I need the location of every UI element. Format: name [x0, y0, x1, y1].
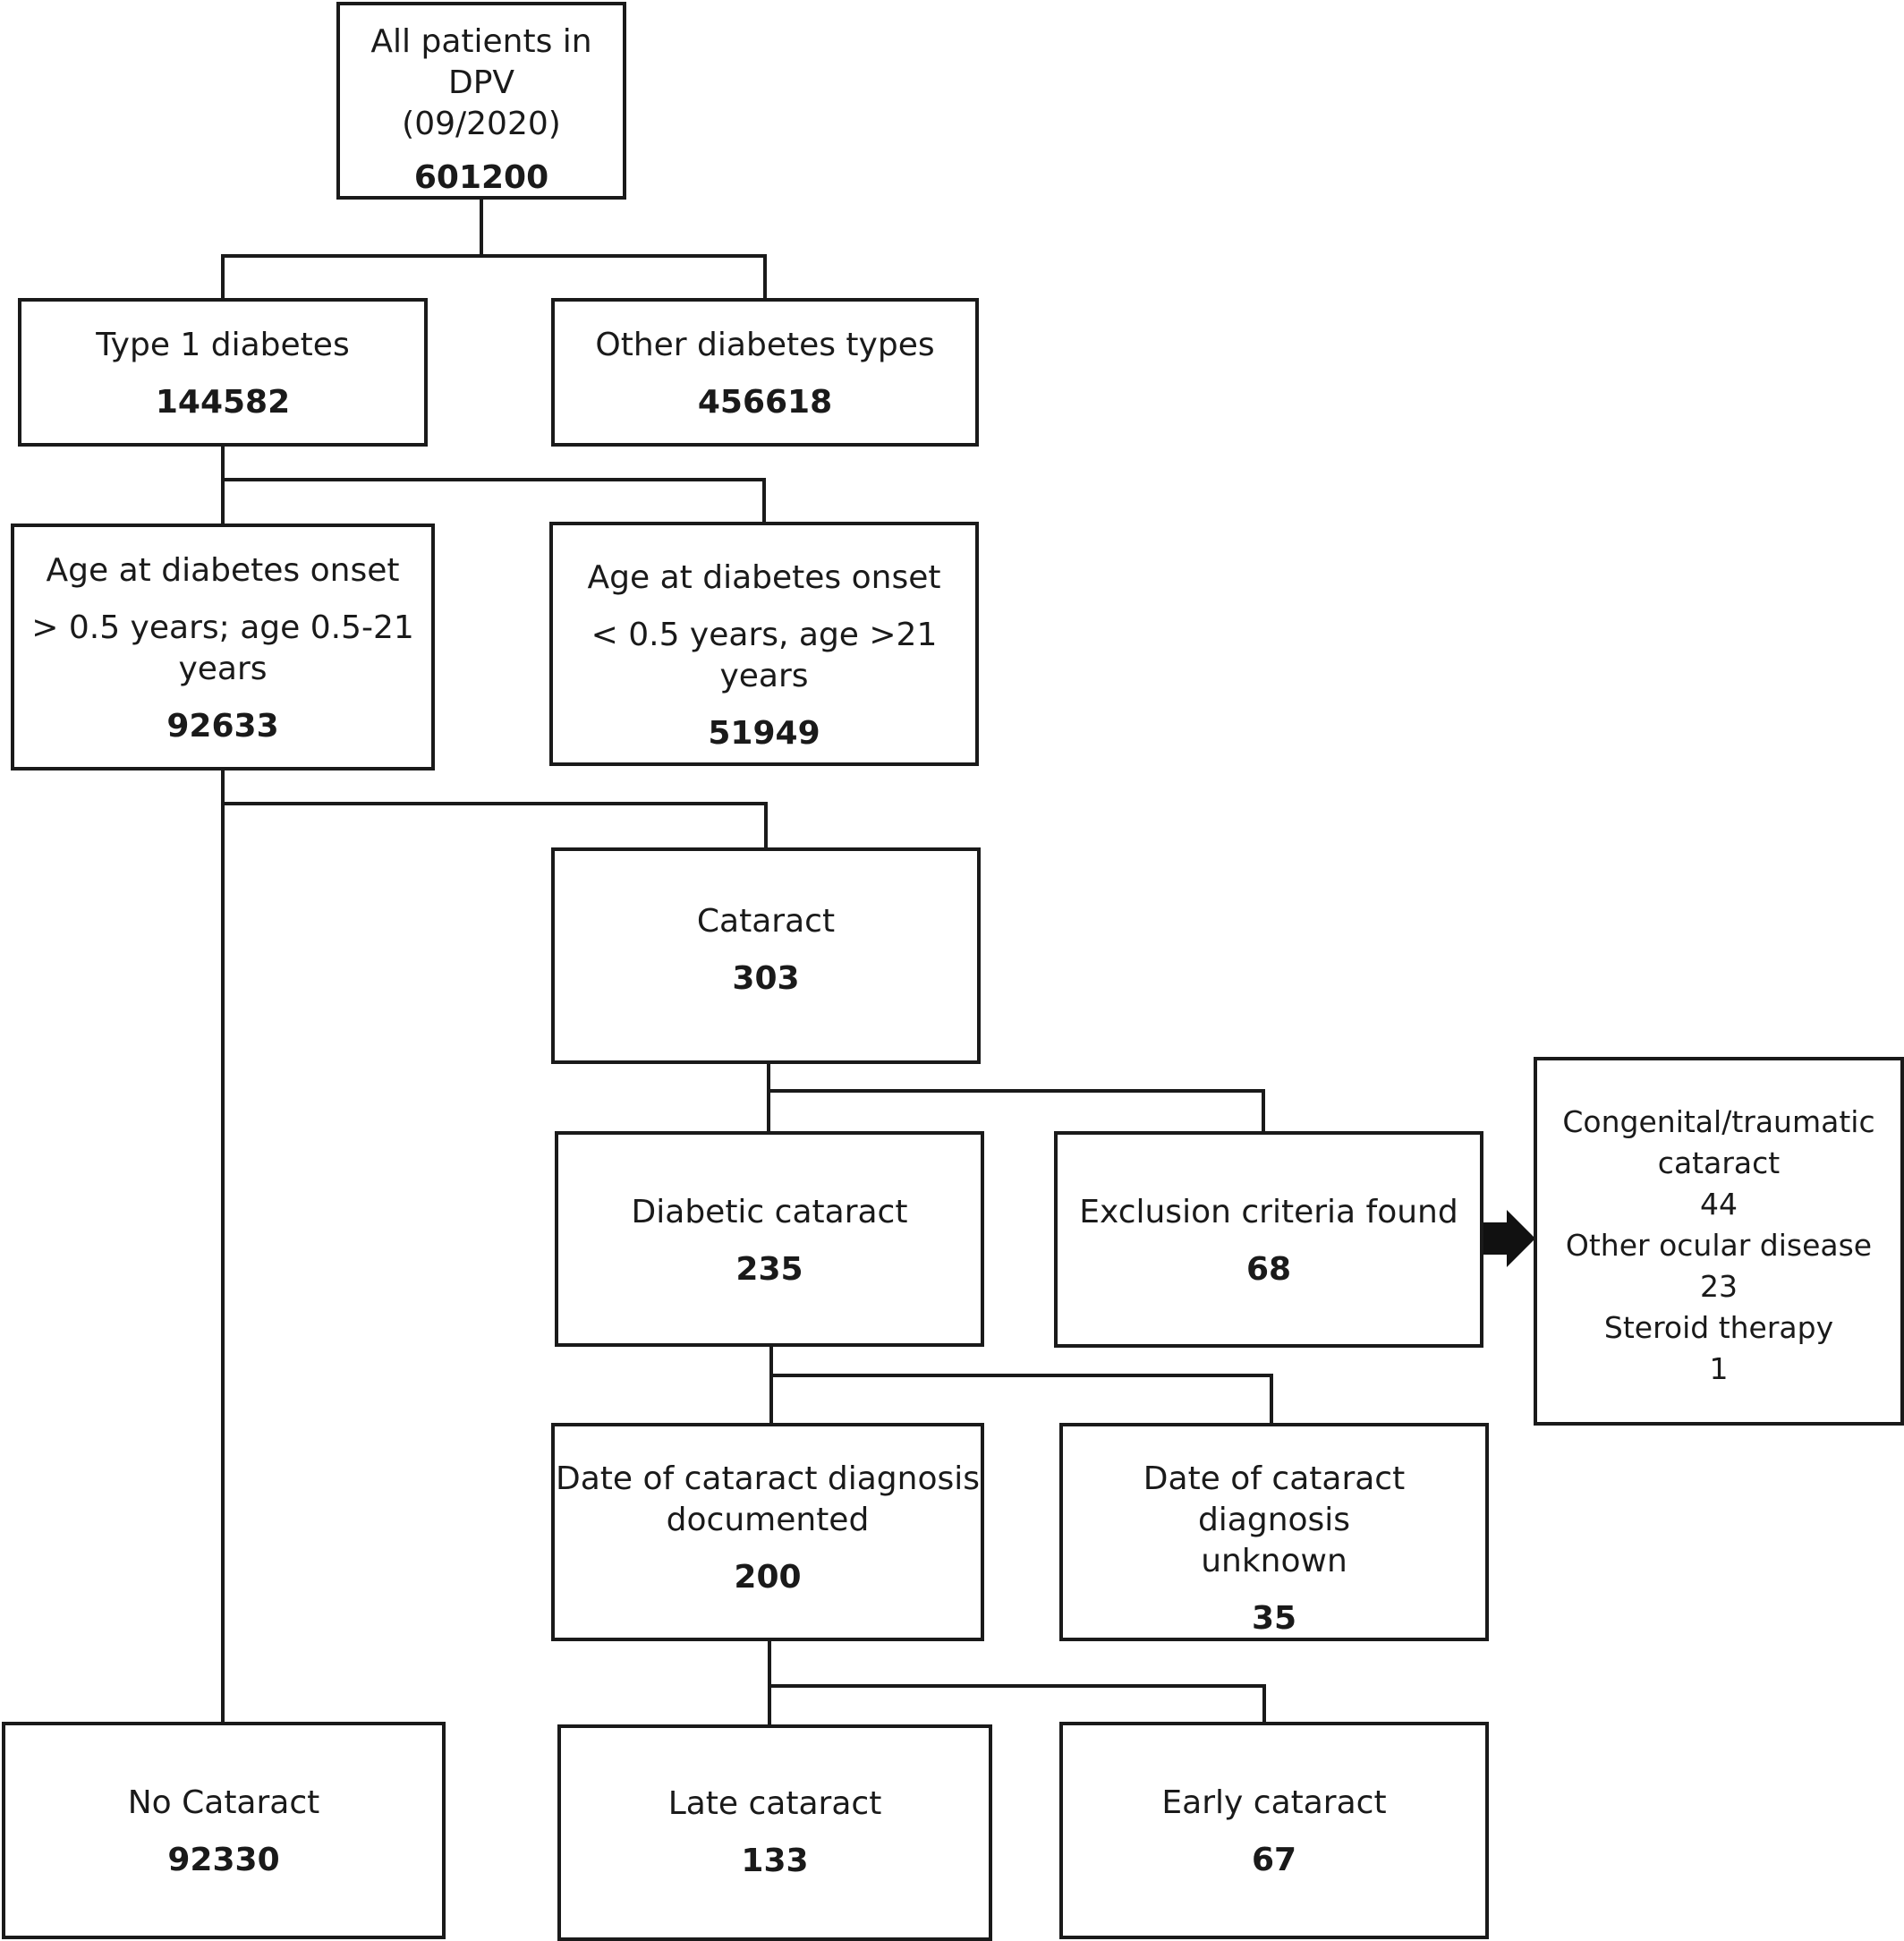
detail-label: Steroid therapy: [1603, 1310, 1834, 1345]
node-date-unknown: Date of cataract diagnosis unknown 35: [1059, 1423, 1489, 1641]
node-count: 92633: [166, 708, 279, 745]
node-date-documented: Date of cataract diagnosis documented 20…: [551, 1423, 984, 1641]
node-label: Exclusion criteria found: [1079, 1194, 1458, 1230]
node-label: years: [178, 651, 268, 687]
node-label: unknown: [1201, 1543, 1347, 1579]
detail-count: 1: [1709, 1351, 1729, 1386]
node-count: 601200: [413, 159, 549, 196]
node-count: 68: [1245, 1251, 1292, 1288]
node-early-cataract: Early cataract 67: [1059, 1722, 1489, 1939]
node-label: No Cataract: [127, 1784, 320, 1821]
node-count: 456618: [697, 384, 833, 421]
node-count: 235: [735, 1251, 803, 1288]
node-all-patients: All patients in DPV (09/2020) 601200: [336, 2, 626, 200]
node-count: 92330: [167, 1842, 280, 1878]
node-age-onset-excluded: Age at diabetes onset < 0.5 years, age >…: [549, 522, 979, 766]
node-diabetic-cataract: Diabetic cataract 235: [555, 1131, 984, 1347]
node-no-cataract: No Cataract 92330: [2, 1722, 446, 1939]
node-label: Cataract: [696, 903, 836, 940]
node-count: 35: [1251, 1600, 1297, 1637]
node-label: Date of cataract diagnosis: [556, 1460, 980, 1497]
node-count: 133: [741, 1843, 809, 1879]
node-label: (09/2020): [402, 106, 561, 142]
node-exclusion-details: Congenital/traumatic cataract 44 Other o…: [1534, 1057, 1904, 1426]
detail-label: cataract: [1657, 1145, 1781, 1180]
node-count: 303: [732, 960, 800, 997]
node-label: All patients in DPV: [370, 23, 592, 101]
node-count: 51949: [708, 715, 820, 752]
node-label: Early cataract: [1161, 1784, 1387, 1821]
connector: [223, 478, 766, 524]
node-label: > 0.5 years; age 0.5-21: [31, 609, 414, 646]
connector: [769, 1089, 1265, 1133]
detail-count: 44: [1700, 1187, 1738, 1222]
node-label: documented: [666, 1502, 870, 1538]
node-late-cataract: Late cataract 133: [557, 1724, 992, 1941]
node-label: Date of cataract diagnosis: [1143, 1460, 1406, 1538]
node-label: < 0.5 years, age >21 years: [591, 617, 938, 694]
node-label: Late cataract: [667, 1785, 882, 1822]
node-label: Type 1 diabetes: [96, 327, 350, 363]
node-label: Diabetic cataract: [631, 1194, 908, 1230]
connector: [221, 254, 767, 300]
arrow-right-icon: [1480, 1210, 1535, 1267]
connector: [769, 1684, 1266, 1724]
node-cataract: Cataract 303: [551, 847, 981, 1064]
node-type1-diabetes: Type 1 diabetes 144582: [18, 298, 428, 447]
node-other-diabetes-types: Other diabetes types 456618: [551, 298, 979, 447]
node-label: Age at diabetes onset: [587, 559, 941, 596]
node-count: 67: [1251, 1842, 1297, 1878]
node-count: 144582: [155, 384, 291, 421]
detail-label: Other ocular disease: [1565, 1228, 1873, 1263]
node-label: Other diabetes types: [595, 327, 935, 363]
node-label: Age at diabetes onset: [46, 552, 400, 589]
connector: [223, 802, 768, 849]
detail-count: 23: [1700, 1269, 1738, 1304]
node-age-onset-included: Age at diabetes onset > 0.5 years; age 0…: [11, 524, 435, 770]
connector: [771, 1374, 1273, 1425]
node-count: 200: [734, 1559, 802, 1596]
node-exclusion-criteria: Exclusion criteria found 68: [1054, 1131, 1483, 1348]
detail-label: Congenital/traumatic: [1562, 1104, 1875, 1139]
